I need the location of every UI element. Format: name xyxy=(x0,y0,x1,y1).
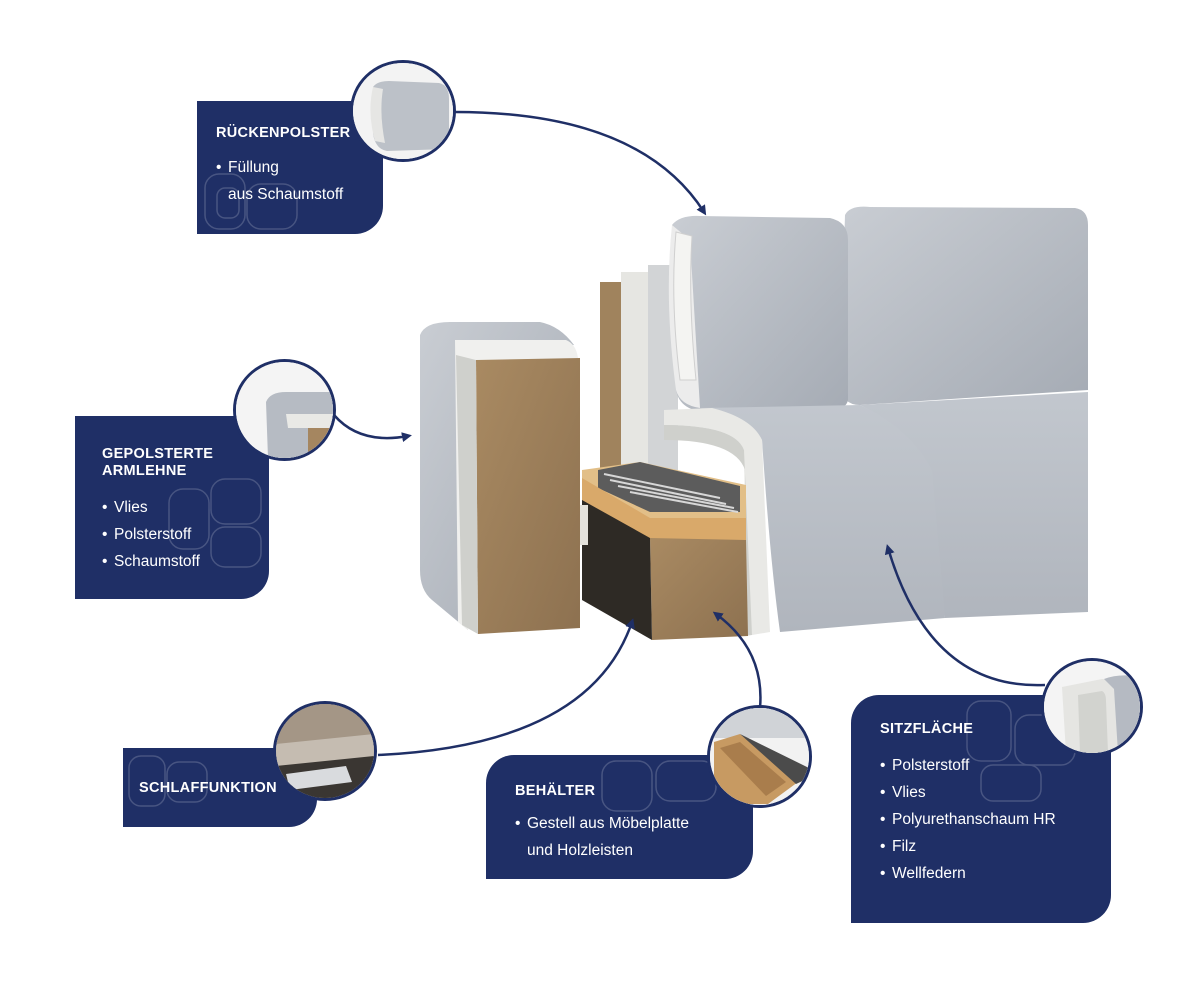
cushion-detail-icon xyxy=(353,63,453,159)
back-frame-board xyxy=(600,282,622,472)
arrow-back-cushion xyxy=(454,110,707,216)
card-title: SITZFLÄCHE xyxy=(880,721,974,737)
storage-box-detail-icon xyxy=(710,708,809,805)
zoom-storage xyxy=(707,705,812,808)
armrest-detail-icon xyxy=(236,362,333,458)
feature-item: Schaumstoff xyxy=(102,548,269,575)
zoom-armrest xyxy=(233,359,336,461)
zoom-seat xyxy=(1041,658,1143,756)
seat-layer-foam xyxy=(664,408,770,635)
left-back-cushion xyxy=(672,215,848,412)
feature-item: Füllung xyxy=(216,154,383,181)
feature-item: Vlies xyxy=(880,779,1111,806)
seat-layers-detail-icon xyxy=(1044,661,1140,753)
feature-item: Vlies xyxy=(102,494,269,521)
arrow-storage xyxy=(712,611,762,709)
arrow-seat xyxy=(884,544,1046,687)
sleep-mechanism-detail-icon xyxy=(276,704,374,798)
card-title: SCHLAFFUNKTION xyxy=(139,780,277,796)
card-title: GEPOLSTERTE ARMLEHNE xyxy=(102,446,214,479)
feature-item: Polsterstoff xyxy=(102,521,269,548)
arrow-armrest xyxy=(333,414,412,443)
feature-item-continued: und Holzleisten xyxy=(527,842,633,859)
feature-item: Polyurethanschaum HR xyxy=(880,806,1111,833)
arrow-sleep xyxy=(377,618,635,757)
right-back-cushion xyxy=(840,206,1088,405)
card-title: RÜCKENPOLSTER xyxy=(216,125,351,141)
card-seat: SITZFLÄCHE Polsterstoff Vlies Polyuretha… xyxy=(851,695,1111,923)
feature-item: Wellfedern xyxy=(880,860,1111,887)
feature-item: Gestell aus Möbelplatte xyxy=(515,810,753,837)
card-armrest: GEPOLSTERTE ARMLEHNE Vlies Polsterstoff … xyxy=(75,416,269,599)
zoom-sleep-function xyxy=(273,701,377,801)
zoom-back-cushion xyxy=(350,60,456,162)
feature-item: Polsterstoff xyxy=(880,752,1111,779)
left-seat-cushion xyxy=(700,405,945,632)
card-storage: BEHÄLTER Gestell aus Möbelplatte und Hol… xyxy=(486,755,753,879)
armrest-board xyxy=(476,358,580,634)
feature-item-continued: aus Schaumstoff xyxy=(228,186,344,203)
card-title: BEHÄLTER xyxy=(515,783,596,799)
feature-item: Filz xyxy=(880,833,1111,860)
